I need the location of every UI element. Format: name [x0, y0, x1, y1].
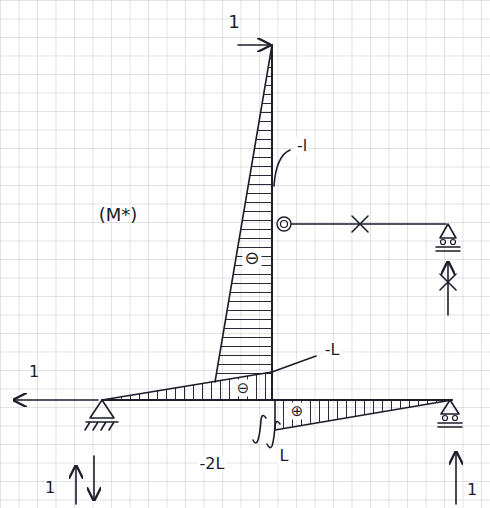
reaction-arrow	[93, 456, 95, 500]
roller-support	[441, 400, 459, 414]
base-member	[102, 399, 452, 401]
base-moment-hatch	[275, 400, 452, 430]
sign-mark: ⊖	[235, 380, 252, 397]
roller-ground	[436, 247, 460, 251]
moment-value: L	[278, 447, 291, 465]
leader-mark	[253, 415, 266, 443]
unit-load-arrow	[238, 44, 270, 46]
leader-line	[272, 356, 316, 372]
roller-support	[441, 240, 446, 245]
reaction-value: 1	[43, 479, 57, 497]
pin-ground	[85, 422, 118, 430]
sign-mark: ⊕	[289, 403, 306, 420]
roller-support	[443, 416, 448, 421]
hinge-symbol	[277, 217, 291, 231]
base-moment-line	[102, 372, 272, 400]
roller-support	[453, 416, 458, 421]
leader-line	[274, 150, 290, 186]
load-value: 1	[226, 12, 241, 32]
reaction-value: 1	[465, 481, 479, 499]
moment-value: -L	[323, 341, 342, 359]
base-moment-hatch	[102, 372, 272, 400]
roller-support	[451, 240, 456, 245]
diagram-name: (M*)	[97, 205, 140, 225]
column-member	[271, 45, 273, 400]
base-moment-line	[275, 400, 452, 430]
moment-value: -2L	[198, 455, 227, 473]
reaction-arrow	[75, 466, 77, 504]
zero-mark	[352, 216, 368, 232]
roller-ground	[438, 423, 462, 427]
zero-mark	[440, 274, 456, 290]
roller-support	[440, 224, 456, 238]
leader-mark	[267, 421, 280, 447]
sign-mark: ⊖	[242, 248, 261, 268]
reaction-value: 1	[27, 363, 41, 381]
beam-member	[291, 223, 446, 225]
pin-support	[90, 400, 114, 418]
reaction-arrow	[447, 262, 449, 315]
column-moment-line	[215, 45, 272, 382]
moment-value: -l	[295, 137, 309, 155]
hinge-symbol	[281, 221, 288, 228]
reaction-arrow	[14, 399, 98, 401]
reaction-arrow	[455, 452, 457, 504]
column-moment-hatch	[215, 45, 272, 382]
